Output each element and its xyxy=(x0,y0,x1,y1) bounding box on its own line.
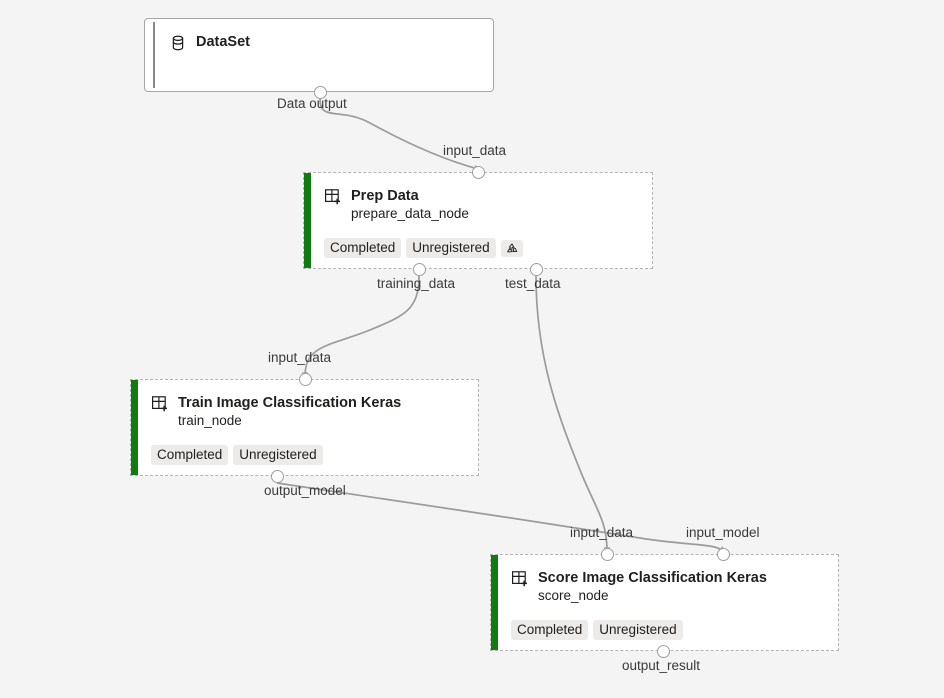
port-train-out[interactable] xyxy=(270,469,284,483)
node-titles: DataSet xyxy=(196,33,250,51)
node-subtitle: train_node xyxy=(178,413,242,429)
node-title: Train Image Classification Keras xyxy=(178,395,402,411)
port-label-train-out: output_model xyxy=(264,483,346,498)
port-label-prep-test-out: test_data xyxy=(505,276,561,291)
node-titles: Prep Data prepare_data_node xyxy=(351,187,469,223)
node-body: DataSet xyxy=(145,19,493,91)
node-titles: Score Image Classification Keras score_no… xyxy=(538,569,767,605)
node-status-bar xyxy=(131,380,138,475)
port-label-train-in: input_data xyxy=(268,350,332,365)
node-dataset[interactable]: DataSet xyxy=(144,18,494,92)
status-badge: Unregistered xyxy=(233,445,323,465)
port-label-score-in-data: input_data xyxy=(570,525,634,540)
port-dataset-out[interactable] xyxy=(313,85,327,99)
node-body: Score Image Classification Keras score_no… xyxy=(491,555,838,650)
port-label-score-out: output_result xyxy=(622,658,701,673)
port-label-prep-train-out: training_data xyxy=(377,276,456,291)
node-score-node[interactable]: Score Image Classification Keras score_no… xyxy=(490,554,839,651)
table-add-icon xyxy=(324,188,342,206)
node-header: Train Image Classification Keras train_no… xyxy=(151,394,466,430)
node-subtitle: prepare_data_node xyxy=(351,206,469,222)
table-add-icon xyxy=(511,570,529,588)
database-icon xyxy=(169,34,187,52)
status-badge: Completed xyxy=(324,238,402,258)
recycle-icon[interactable] xyxy=(500,239,523,257)
table-add-icon xyxy=(151,395,169,413)
node-title: Score Image Classification Keras xyxy=(538,570,767,586)
port-score-out[interactable] xyxy=(656,644,670,658)
node-train-node[interactable]: Train Image Classification Keras train_no… xyxy=(130,379,479,476)
port-score-in-data[interactable] xyxy=(600,547,614,561)
node-status-bar xyxy=(491,555,498,650)
node-header: DataSet xyxy=(169,33,481,52)
port-prep-in[interactable] xyxy=(471,165,485,179)
status-badge: Completed xyxy=(151,445,229,465)
node-subtitle: score_node xyxy=(538,588,609,604)
status-badge: Completed xyxy=(511,620,589,640)
node-status-bar xyxy=(153,22,155,88)
port-label-score-in-model: input_model xyxy=(686,525,760,540)
port-label-prep-in: input_data xyxy=(443,143,507,158)
port-prep-train-out[interactable] xyxy=(412,262,426,276)
edge-prep-test-to-score xyxy=(535,275,611,555)
node-titles: Train Image Classification Keras train_no… xyxy=(178,394,401,430)
port-label-dataset-out: Data output xyxy=(277,96,347,111)
node-header: Score Image Classification Keras score_no… xyxy=(511,569,826,605)
port-train-in[interactable] xyxy=(298,372,312,386)
port-prep-test-out[interactable] xyxy=(529,262,543,276)
port-score-in-model[interactable] xyxy=(716,547,730,561)
status-badge: Unregistered xyxy=(406,238,496,258)
node-title: DataSet xyxy=(196,34,250,50)
node-body: Train Image Classification Keras train_no… xyxy=(131,380,478,475)
status-badge: Unregistered xyxy=(593,620,683,640)
node-header: Prep Data prepare_data_node xyxy=(324,187,640,223)
node-status-bar xyxy=(304,173,311,268)
node-title: Prep Data xyxy=(351,188,419,204)
